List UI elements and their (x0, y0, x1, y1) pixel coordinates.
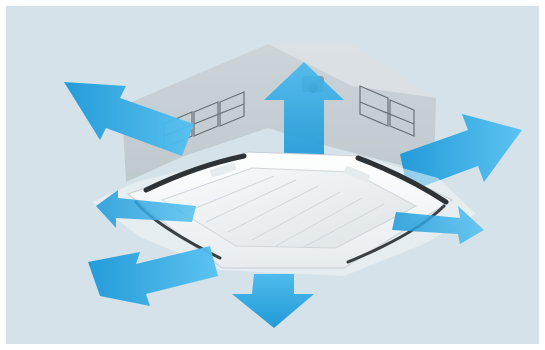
airflow-arrow-down (232, 274, 314, 328)
product-photo (6, 6, 539, 344)
airflow-arrow-down-left (88, 246, 218, 306)
